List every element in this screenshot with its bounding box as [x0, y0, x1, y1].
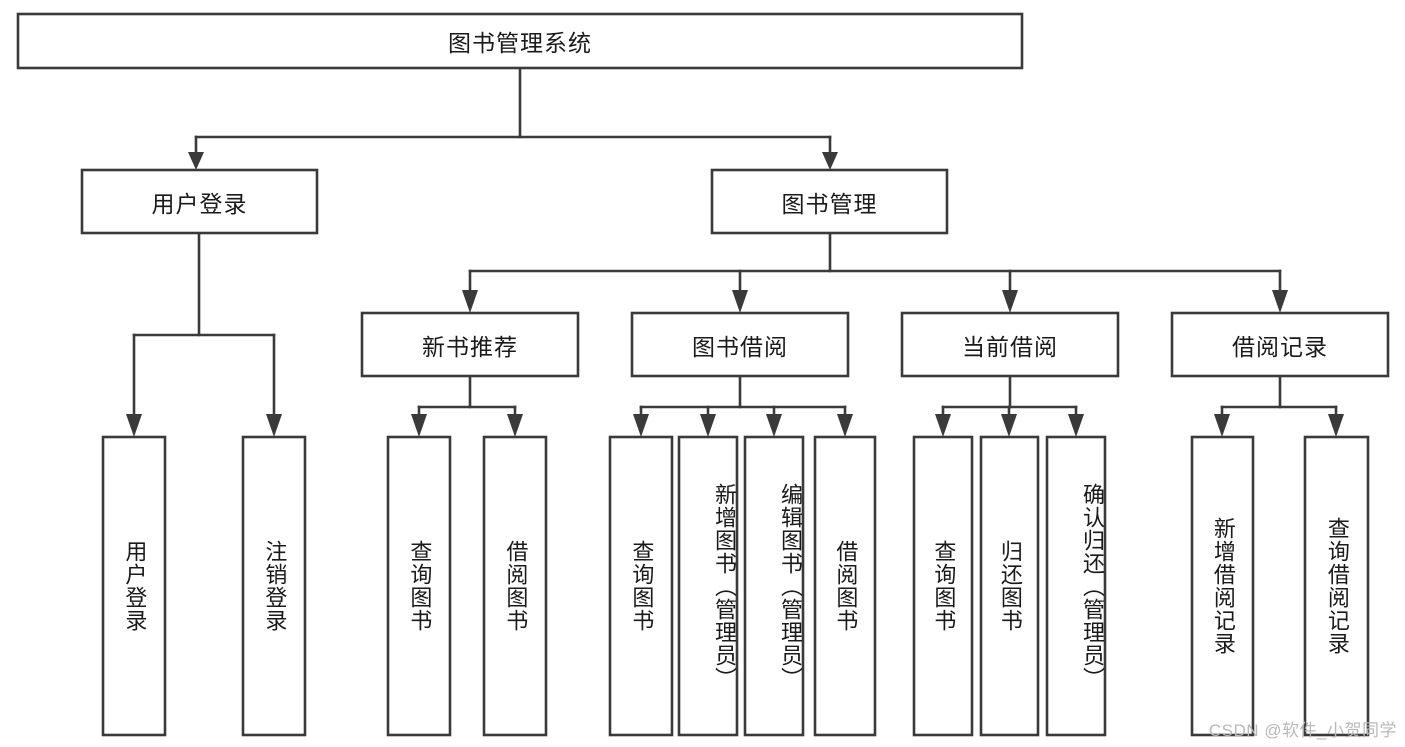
leaf-new-book-0[interactable]	[386, 435, 452, 737]
arrow-head-record-2	[1328, 414, 1344, 437]
leaf-book-borrow-1[interactable]	[677, 435, 739, 737]
arrow-head-level3-2	[732, 290, 748, 313]
leaf-current-borrow-0[interactable]	[912, 435, 974, 737]
connector-layer	[126, 66, 1344, 437]
arrow-head-level2-1	[188, 152, 204, 170]
node-box-layer	[16, 12, 1390, 737]
node-book-borrow[interactable]	[630, 311, 850, 378]
node-user-login[interactable]	[80, 168, 319, 235]
leaf-book-borrow-2[interactable]	[743, 435, 805, 737]
leaf-book-borrow-0[interactable]	[608, 435, 674, 737]
node-borrow-record[interactable]	[1170, 311, 1390, 378]
leaf-borrow-record-0[interactable]	[1190, 435, 1255, 737]
arrow-head-userlogin-1	[126, 414, 142, 437]
arrow-head-newbook-1	[411, 414, 427, 437]
arrow-head-userlogin-2	[266, 414, 282, 437]
leaf-user-login-1[interactable]	[241, 435, 307, 737]
node-book-management[interactable]	[710, 168, 949, 235]
leaf-borrow-record-1[interactable]	[1303, 435, 1370, 737]
node-new-book-recommend[interactable]	[360, 311, 580, 378]
leaf-book-borrow-3[interactable]	[813, 435, 877, 737]
arrow-head-borrow-4	[837, 414, 853, 437]
arrow-head-current-3	[1068, 414, 1084, 437]
arrow-head-borrow-2	[700, 414, 716, 437]
arrow-head-level2-2	[822, 152, 838, 170]
arrow-head-borrow-1	[633, 414, 649, 437]
leaf-current-borrow-1[interactable]	[979, 435, 1040, 737]
arrow-head-current-1	[935, 414, 951, 437]
arrow-head-level3-3	[1002, 290, 1018, 313]
arrow-head-level3-4	[1272, 290, 1288, 313]
arrow-head-record-1	[1214, 414, 1230, 437]
leaf-current-borrow-2[interactable]	[1045, 435, 1107, 737]
node-current-borrow[interactable]	[900, 311, 1120, 378]
arrow-head-newbook-2	[507, 414, 523, 437]
arrow-head-borrow-3	[766, 414, 782, 437]
arrow-head-current-2	[1001, 414, 1017, 437]
leaf-user-login-0[interactable]	[101, 435, 167, 737]
node-root[interactable]	[16, 12, 1024, 70]
arrow-head-level3-1	[462, 290, 478, 313]
leaf-new-book-1[interactable]	[482, 435, 548, 737]
